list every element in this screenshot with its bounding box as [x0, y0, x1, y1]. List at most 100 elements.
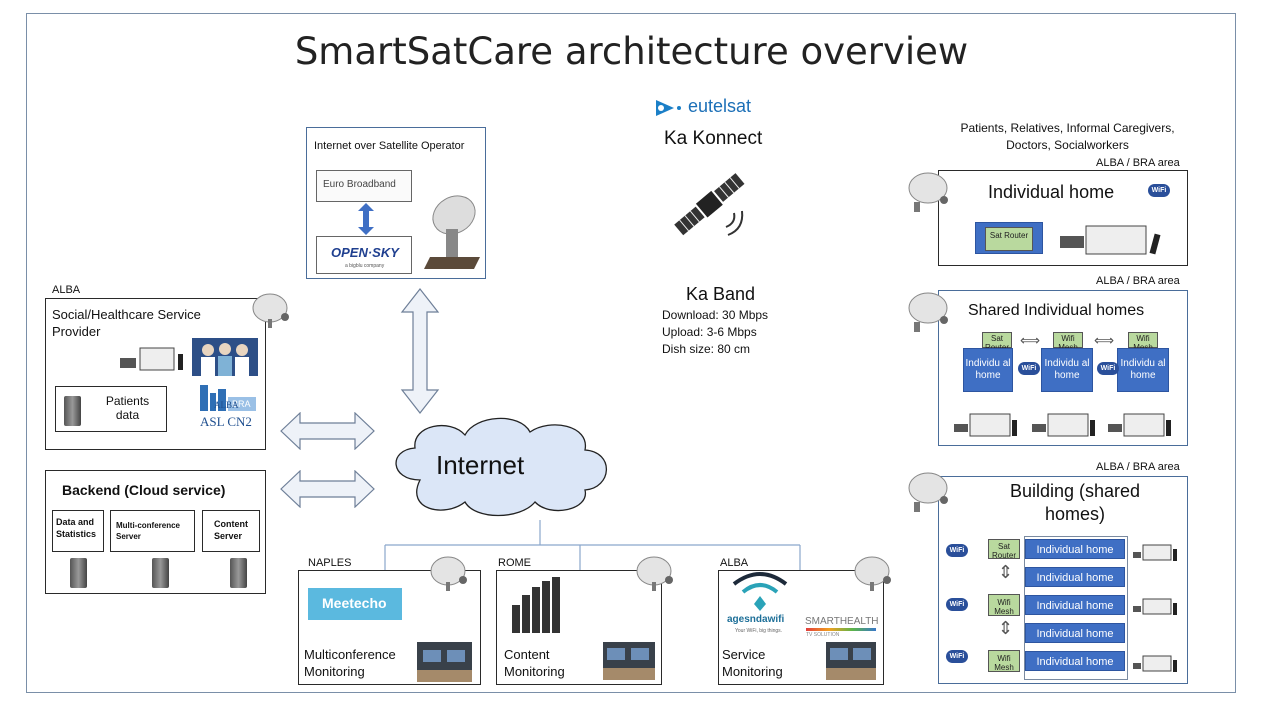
vertical-link-icon: ⇕ [998, 562, 1014, 582]
control-room-photo [603, 642, 655, 680]
horizontal-double-arrow-lower [280, 470, 375, 508]
operator-label: Internet over Satellite Operator [314, 140, 465, 152]
individual-home-title: Individual home [988, 182, 1115, 202]
rome-region: ROME [498, 557, 531, 569]
shared-home-tile: Individu al home [963, 348, 1013, 392]
internet-cloud [395, 417, 608, 517]
building-home-row: Individual home [1025, 651, 1125, 671]
control-room-photo [417, 642, 472, 682]
satellite-dish-icon [252, 293, 289, 328]
content-server-label: Content Server [214, 519, 248, 541]
double-arrow-icon [358, 203, 374, 235]
wifi-icon: WiFi [1018, 362, 1040, 375]
individual-home-router: Sat Router [975, 222, 1043, 254]
building-column [1024, 536, 1128, 680]
tv-set-icon [120, 347, 183, 371]
satellite-dish-icon [636, 556, 673, 591]
satellite-dish-icon [854, 556, 891, 591]
link-arrow-icon: ⟺ [1020, 332, 1041, 348]
shared-home-tile: Individu al home [1041, 348, 1093, 392]
cnr-logo-icon [512, 577, 560, 633]
smarthealth-color-bar [806, 628, 876, 631]
tv-set-icon [1060, 225, 1161, 255]
smarthealth-logo: SMARTHEALTH [805, 616, 879, 627]
medical-staff-image [192, 338, 258, 376]
multiconference-monitoring-label: Multiconference Monitoring [304, 647, 396, 679]
building-home-row: Individual home [1025, 623, 1125, 643]
server-icon [70, 558, 87, 588]
alba-logo-text: ALBA [214, 400, 239, 410]
tv-set-icon [1133, 655, 1177, 672]
alba-monitoring-region: ALBA [720, 557, 749, 569]
building-sat-router: Sat Router [988, 539, 1020, 560]
wifi-logo-icon [732, 572, 788, 611]
shared-sat-router-tile: Sat Router [982, 332, 1012, 352]
tv-set-icon [1032, 413, 1095, 437]
multiconference-server-box [110, 510, 195, 552]
individual-home-area: ALBA / BRA area [1096, 157, 1180, 169]
wifi-icon: WiFi [1097, 362, 1119, 375]
patients-data-label: Patients data [105, 394, 150, 422]
wifi-icon: WiFi [946, 544, 968, 557]
horizontal-double-arrow-upper [280, 412, 375, 450]
link-arrow-icon: ⟺ [1094, 332, 1115, 348]
agesndawifi-logo: agesndawifi [727, 614, 785, 625]
vertical-double-arrow [400, 288, 440, 414]
shared-wifi-mesh-tile: Wifi Mesh [1053, 332, 1083, 352]
building-home-row: Individual home [1025, 567, 1125, 587]
multiconference-server-label: Multi-conference Server [116, 521, 181, 541]
content-monitoring-label: Content Monitoring [504, 647, 565, 679]
ground-station-dish-icon [424, 195, 480, 269]
asl-cn2-logo-icon [200, 385, 256, 411]
naples-region: NAPLES [308, 557, 352, 569]
data-statistics-label: Data and Statistics [56, 517, 97, 539]
building-wifi-mesh: Wifi Mesh [988, 594, 1020, 616]
shared-homes-title: Shared Individual homes [968, 302, 1145, 319]
ka-band-title: Ka Band [686, 284, 756, 304]
data-statistics-box [52, 510, 104, 552]
tv-set-icon [1133, 598, 1177, 615]
users-header: Patients, Relatives, Informal Caregivers… [960, 121, 1175, 152]
wifi-icon: WiFi [1148, 184, 1170, 197]
building-wifi-mesh: Wifi Mesh [988, 650, 1020, 672]
smarthealth-tagline: TV SOLUTION [806, 632, 840, 638]
satellite-dish-icon [908, 292, 948, 332]
eutelsat-logo-icon [656, 100, 681, 116]
wifi-icon: WiFi [946, 650, 968, 663]
shared-wifi-mesh-tile: Wifi Mesh [1128, 332, 1158, 352]
building-area: ALBA / BRA area [1096, 461, 1180, 473]
meetecho-logo: Meetecho [308, 588, 402, 620]
tv-set-icon [1133, 544, 1177, 561]
control-room-photo [826, 642, 876, 680]
eutelsat-logo: eutelsat [688, 96, 752, 116]
shared-homes-area: ALBA / BRA area [1096, 275, 1180, 287]
satellite-icon [674, 173, 745, 236]
agesndawifi-tagline: Your WiFi, big things. [735, 628, 783, 634]
alba-provider-region: ALBA [52, 284, 81, 296]
euro-broadband-logo: Euro Broadband [316, 170, 412, 202]
building-home-row: Individual home [1025, 595, 1125, 615]
opensky-logo: OPEN·SKY a bigblu company [316, 236, 412, 274]
vertical-link-icon: ⇕ [998, 618, 1014, 638]
satellite-dish-icon [908, 472, 948, 512]
content-server-box [202, 510, 260, 552]
server-icon [64, 396, 81, 426]
ka-band-dish: Dish size: 80 cm [662, 342, 751, 356]
shared-home-tile: Individu al home [1117, 348, 1169, 392]
building-title: Building (shared homes) [1009, 481, 1141, 524]
wifi-icon: WiFi [946, 598, 968, 611]
eutelsat-service: Ka Konnect [664, 128, 763, 149]
satellite-dish-icon [908, 172, 948, 212]
internet-label: Internet [436, 450, 525, 480]
page-title: SmartSatCare architecture overview [294, 30, 969, 73]
server-icon [230, 558, 247, 588]
bra-logo-text: BRA [232, 399, 251, 409]
backend-title: Backend (Cloud service) [62, 482, 226, 498]
tv-set-icon [1108, 413, 1171, 437]
server-icon [152, 558, 169, 588]
service-provider-title: Social/Healthcare Service Provider [52, 307, 201, 339]
service-monitoring-label: Service Monitoring [722, 647, 783, 679]
building-home-row: Individual home [1025, 539, 1125, 559]
satellite-dish-icon [430, 556, 467, 591]
